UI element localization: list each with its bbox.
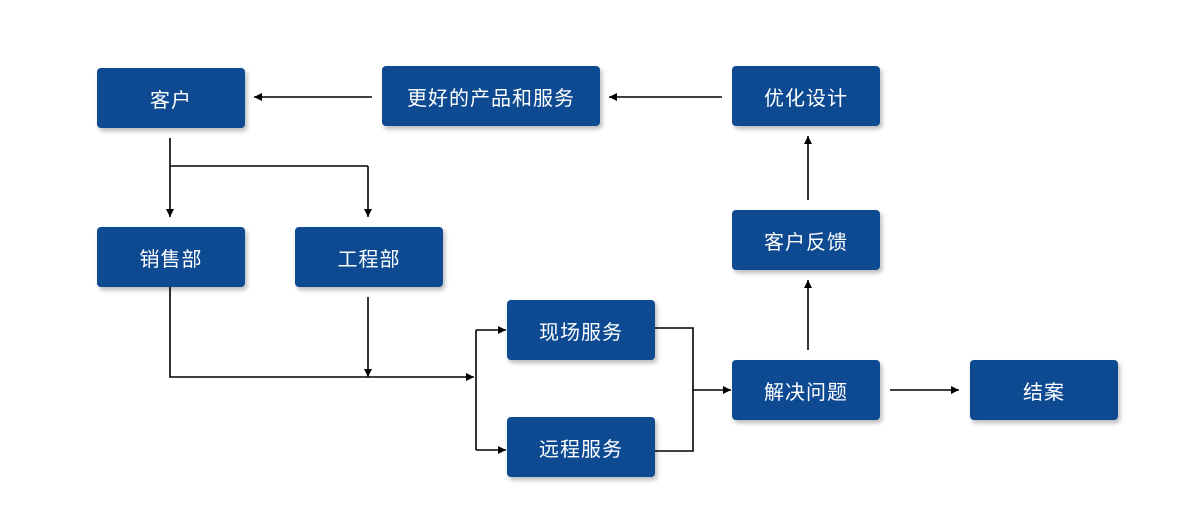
node-customer-label: 客户 [150,87,192,112]
node-optimize-design: 优化设计 [732,66,880,126]
line-customer-trunk [169,138,368,167]
node-customer-feedback-label: 客户反馈 [764,229,848,254]
node-solve-problem-label: 解决问题 [764,379,848,404]
node-customer-feedback: 客户反馈 [732,210,880,270]
node-remote-service-label: 远程服务 [539,436,623,461]
node-better-products-label: 更好的产品和服务 [407,85,575,110]
node-solve-problem: 解决问题 [732,360,880,420]
line-sales-to-merge [169,287,474,381]
node-close-case: 结案 [970,360,1118,420]
node-sales-dept-label: 销售部 [139,246,203,271]
node-engineering-dept-label: 工程部 [337,246,401,271]
node-onsite-service-label: 现场服务 [539,319,623,344]
node-onsite-service: 现场服务 [507,300,655,360]
node-remote-service: 远程服务 [507,417,655,477]
node-sales-dept: 销售部 [97,227,245,287]
node-engineering-dept: 工程部 [295,227,443,287]
node-close-case-label: 结案 [1023,379,1065,404]
node-optimize-design-label: 优化设计 [764,85,848,110]
line-onsite-to-join [655,327,694,452]
node-better-products: 更好的产品和服务 [382,66,600,126]
node-customer: 客户 [97,68,245,128]
